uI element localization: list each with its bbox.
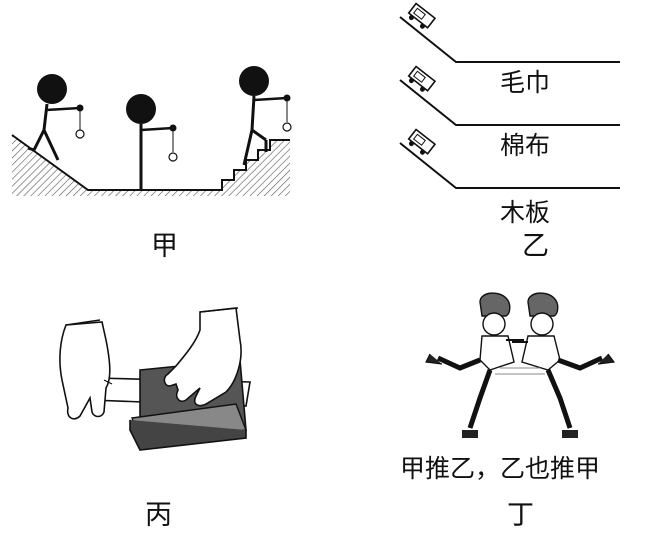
figure-walking-down-ramp	[27, 74, 85, 161]
caption-yi: 乙	[522, 231, 549, 262]
panel-yi: 毛巾 棉布 木板 乙	[330, 0, 661, 270]
cart-2	[407, 65, 437, 92]
surface-label-wood-board: 木板	[500, 198, 551, 227]
surface-label-cotton: 棉布	[500, 131, 551, 160]
carts-on-inclines-illustration	[399, 2, 620, 189]
cart-1	[407, 2, 437, 29]
panel-ding: 甲推乙，乙也推甲 丁	[330, 280, 661, 535]
figures-on-slope-and-stairs-illustration	[11, 66, 292, 196]
figure-climbing-stairs	[239, 66, 292, 166]
skaters-pushing-each-other-illustration	[425, 292, 616, 438]
right-hand	[163, 307, 242, 407]
hands-pulling-paper-under-book-illustration	[59, 307, 251, 451]
cart-3	[407, 128, 437, 155]
surface-label-towel: 毛巾	[500, 68, 551, 97]
figure-standing-on-flat-ground	[126, 94, 178, 190]
left-hand	[59, 319, 113, 420]
caption-jia: 甲	[151, 231, 178, 262]
statement-push-each-other: 甲推乙，乙也推甲	[400, 454, 601, 483]
caption-ding: 丁	[507, 500, 534, 531]
panel-bing: 丙	[0, 280, 320, 535]
skater-yi	[512, 292, 616, 438]
panel-jia: 甲	[0, 0, 320, 270]
skater-jia	[425, 292, 524, 438]
caption-bing: 丙	[145, 500, 172, 531]
